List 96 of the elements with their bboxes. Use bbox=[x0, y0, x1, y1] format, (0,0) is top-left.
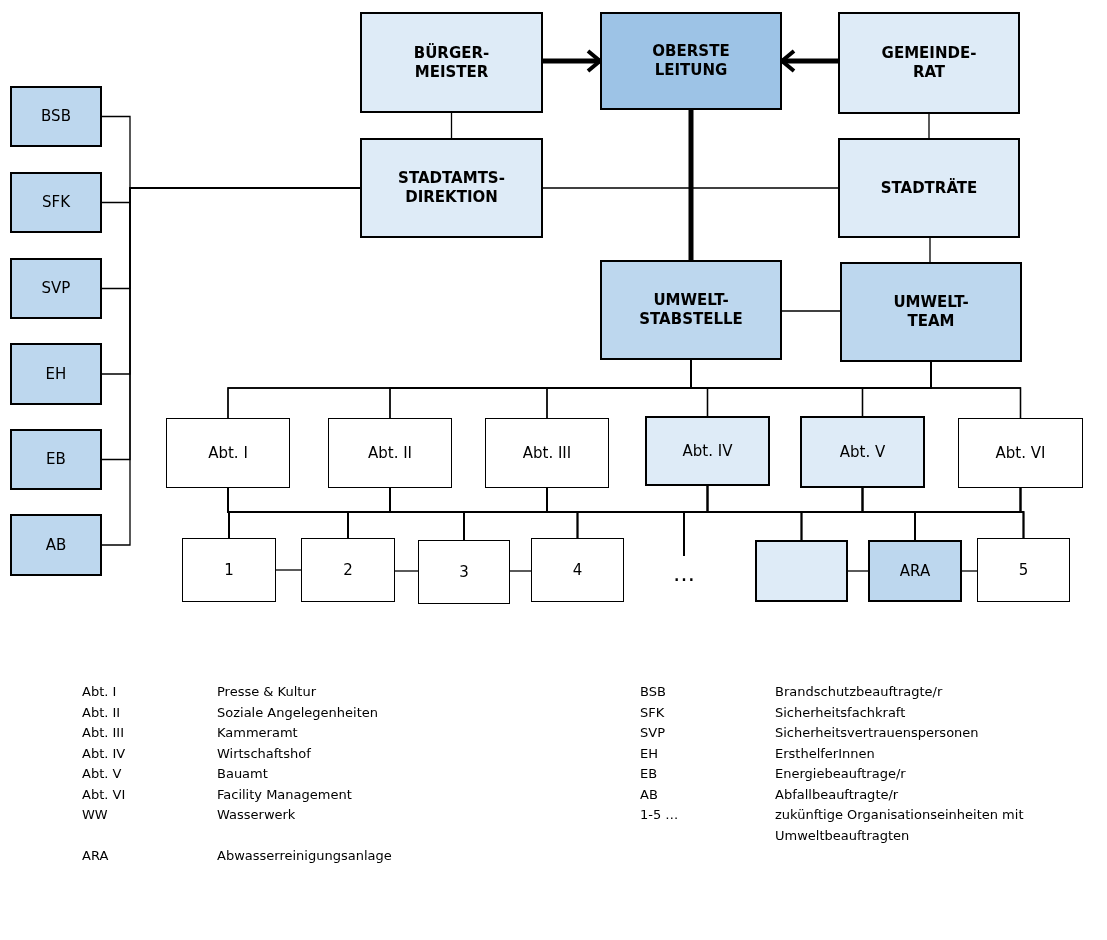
arrow bbox=[543, 49, 602, 73]
legend-description: zukünftige Organisationseinheiten mit Umweltbeauftragten bbox=[775, 806, 1025, 845]
unit-name: Abt. I bbox=[208, 443, 248, 463]
legend-abbreviation: Abt. I bbox=[82, 683, 117, 701]
org-unit-box bbox=[10, 86, 102, 147]
org-unit-box bbox=[166, 418, 290, 488]
legend-description: Wasserwerk bbox=[217, 806, 296, 824]
legend-abbreviation: EH bbox=[640, 744, 658, 763]
unit-name: Abt. III bbox=[522, 443, 572, 463]
unit-name: 5 bbox=[1018, 560, 1029, 580]
connector-line bbox=[450, 112, 453, 139]
legend-description: Sicherheitsfachkraft bbox=[775, 703, 906, 722]
unit-name: 2 bbox=[343, 560, 353, 580]
legend-description: Sicherheitsvertrauenspersonen bbox=[775, 724, 979, 742]
connector-line bbox=[929, 237, 931, 263]
unit-name: AB bbox=[45, 535, 67, 555]
legend-description: Abwasserreinigungsanlage bbox=[217, 847, 392, 865]
legend-abbreviation: AB bbox=[640, 785, 658, 804]
connector-line bbox=[781, 310, 841, 312]
org-unit-box bbox=[977, 538, 1070, 602]
connector-line bbox=[928, 113, 930, 139]
connector-line bbox=[930, 361, 1022, 419]
legend-description: Kammeramt bbox=[217, 724, 298, 742]
unit-name: EB bbox=[46, 450, 66, 469]
unit-name: BSB bbox=[41, 107, 71, 126]
legend-description: Wirtschaftshof bbox=[217, 744, 311, 763]
org-unit-box bbox=[485, 418, 609, 488]
org-unit-box bbox=[360, 138, 543, 238]
legend-description: Presse & Kultur bbox=[217, 683, 317, 701]
org-unit-box bbox=[838, 12, 1020, 114]
connector-line bbox=[688, 110, 694, 260]
connector-line bbox=[542, 187, 839, 189]
org-unit-box bbox=[301, 538, 395, 602]
unit-name: Abt. V bbox=[839, 442, 886, 462]
org-unit-box bbox=[755, 540, 848, 602]
connector-line bbox=[509, 570, 532, 572]
org-unit-box bbox=[360, 12, 543, 113]
unit-name: BÜRGER- MEISTER bbox=[413, 43, 490, 82]
legend-description: Brandschutzbeauftragte/r bbox=[775, 683, 943, 701]
ellipsis-text: … bbox=[662, 556, 706, 590]
legend-description: Soziale Angelegenheiten bbox=[217, 703, 378, 722]
unit-name: UMWELT- STABSTELLE bbox=[639, 291, 743, 329]
unit-name: 1 bbox=[224, 560, 234, 580]
org-unit-box bbox=[645, 416, 770, 486]
org-unit-box bbox=[418, 540, 510, 604]
org-unit-box bbox=[10, 343, 102, 405]
legend-description: Bauamt bbox=[217, 765, 268, 783]
unit-name: EH bbox=[45, 364, 67, 384]
legend-abbreviation: SFK bbox=[640, 703, 665, 722]
unit-name: UMWELT- TEAM bbox=[893, 293, 969, 331]
legend-abbreviation: Abt. III bbox=[82, 724, 124, 742]
connector-line bbox=[394, 570, 419, 572]
connector-line bbox=[1019, 487, 1025, 539]
legend-abbreviation: Abt. II bbox=[82, 703, 121, 722]
org-unit-box bbox=[10, 429, 102, 490]
org-unit-box bbox=[10, 258, 102, 319]
legend-abbreviation: SVP bbox=[640, 724, 665, 742]
org-unit-box bbox=[328, 418, 452, 488]
org-unit-box bbox=[600, 12, 782, 110]
unit-name: STADTAMTS- DIREKTION bbox=[398, 169, 505, 207]
unit-name: 4 bbox=[572, 560, 583, 580]
org-unit-box bbox=[600, 260, 782, 360]
org-unit-box bbox=[958, 418, 1083, 488]
org-unit-box bbox=[868, 540, 962, 602]
legend-description: Abfallbeauftragte/r bbox=[775, 785, 899, 804]
legend-description: Energiebeauftrage/r bbox=[775, 765, 906, 783]
connector-line bbox=[275, 569, 302, 571]
org-unit-box bbox=[182, 538, 276, 602]
legend-abbreviation: BSB bbox=[640, 683, 666, 701]
legend-abbreviation: Abt. VI bbox=[82, 785, 126, 804]
org-unit-box bbox=[10, 172, 102, 233]
org-unit-box bbox=[10, 514, 102, 576]
connector-line bbox=[961, 570, 978, 572]
org-unit-box bbox=[840, 262, 1022, 362]
unit-name: SFK bbox=[42, 193, 70, 212]
legend-abbreviation: EB bbox=[640, 765, 658, 783]
unit-name: STADTRÄTE bbox=[880, 178, 978, 198]
unit-name: GEMEINDE- RAT bbox=[881, 44, 977, 82]
unit-name: 3 bbox=[459, 562, 469, 582]
legend-abbreviation: 1-5 … bbox=[640, 806, 679, 824]
legend-abbreviation: Abt. V bbox=[82, 765, 122, 783]
legend-abbreviation: ARA bbox=[82, 847, 109, 865]
legend-abbreviation: Abt. IV bbox=[82, 744, 126, 763]
connector-line bbox=[847, 570, 869, 572]
legend-abbreviation: WW bbox=[82, 806, 108, 824]
legend-description: Facility Management bbox=[217, 785, 352, 804]
unit-name: SVP bbox=[41, 279, 71, 298]
org-unit-box bbox=[800, 416, 925, 488]
org-unit-box bbox=[531, 538, 624, 602]
unit-name: Abt. VI bbox=[995, 443, 1046, 463]
org-unit-box bbox=[838, 138, 1020, 238]
unit-name: ARA bbox=[899, 561, 931, 581]
unit-name: Abt. IV bbox=[682, 441, 733, 461]
unit-name: Abt. II bbox=[367, 443, 413, 463]
unit-name: OBERSTE LEITUNG bbox=[652, 42, 730, 80]
legend-description: ErsthelferInnen bbox=[775, 744, 875, 763]
